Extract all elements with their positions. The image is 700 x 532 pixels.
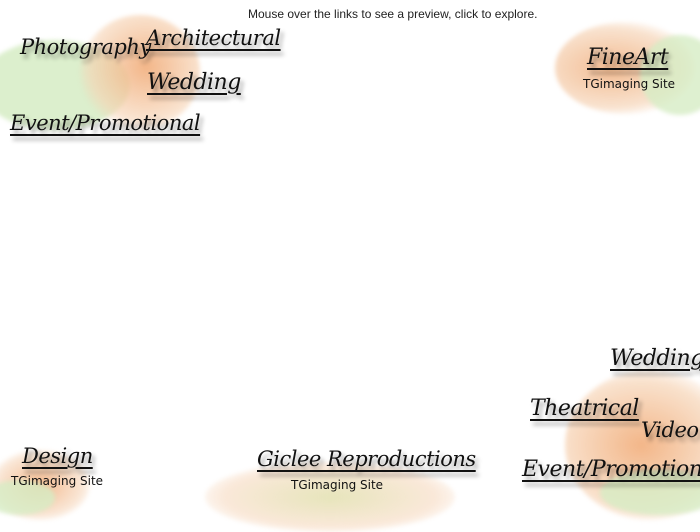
giclee-site-label: TGimaging Site bbox=[291, 478, 384, 492]
blob-topleft-orange bbox=[80, 15, 200, 130]
fine-art-link[interactable]: FineArt bbox=[587, 45, 669, 70]
photography-link[interactable]: Photography bbox=[20, 35, 151, 59]
instruction-text: Mouse over the links to see a preview, c… bbox=[248, 7, 538, 21]
blob-bottomcenter bbox=[205, 462, 455, 532]
blob-topright-green bbox=[640, 35, 700, 115]
design-site-label: TGimaging Site bbox=[11, 474, 104, 488]
video-wedding-link[interactable]: Wedding bbox=[610, 346, 700, 371]
theatrical-link[interactable]: Theatrical bbox=[530, 396, 639, 421]
giclee-reproductions-link[interactable]: Giclee Reproductions bbox=[257, 447, 476, 471]
design-link[interactable]: Design bbox=[22, 444, 93, 468]
photography-wedding-link[interactable]: Wedding bbox=[147, 70, 241, 95]
photography-event-promotional-link[interactable]: Event/Promotional bbox=[10, 111, 201, 135]
video-link[interactable]: Video bbox=[641, 418, 699, 442]
fine-art-site-label: TGimaging Site bbox=[583, 77, 676, 91]
architectural-link[interactable]: Architectural bbox=[146, 26, 281, 50]
video-event-promotional-link[interactable]: Event/Promotional bbox=[522, 457, 700, 482]
